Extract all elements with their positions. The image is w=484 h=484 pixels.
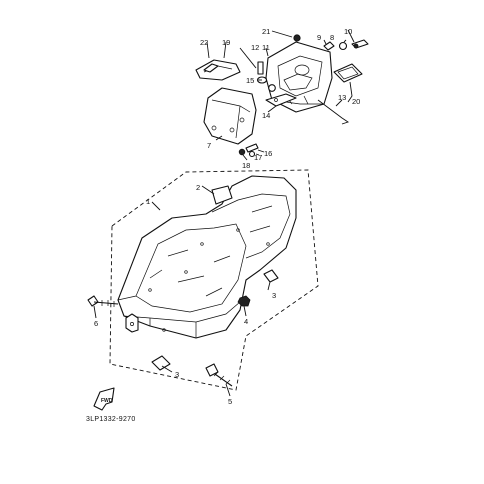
rod bbox=[317, 99, 350, 125]
callout-18: 18 bbox=[242, 161, 250, 170]
callout-12: 12 bbox=[251, 43, 259, 52]
upper-small-hardware bbox=[293, 34, 369, 51]
callout-15: 15 bbox=[246, 76, 254, 85]
callout-labels: 1 2 3 3 4 5 6 7 8 9 10 11 12 13 14 15 16… bbox=[94, 27, 360, 406]
callout-16: 16 bbox=[264, 149, 272, 158]
front-arrow-label: FWD bbox=[101, 398, 113, 404]
catalog-code: 3LP1332-9270 bbox=[86, 416, 136, 423]
callout-21: 21 bbox=[262, 27, 270, 36]
callout-11: 11 bbox=[262, 43, 270, 52]
front-arrow-icon: FWD bbox=[93, 387, 115, 411]
callout-22: 22 bbox=[200, 38, 208, 47]
callout-13: 13 bbox=[338, 93, 346, 102]
reflector-plate bbox=[333, 63, 363, 83]
callout-5: 5 bbox=[228, 397, 232, 406]
nut bbox=[237, 295, 251, 307]
callout-14: 14 bbox=[262, 111, 270, 120]
mounting-bracket bbox=[265, 93, 297, 107]
callout-3-lower: 3 bbox=[175, 370, 179, 379]
callout-3-right: 3 bbox=[272, 291, 276, 300]
callout-7: 7 bbox=[207, 141, 211, 150]
tail-box-lower bbox=[203, 87, 257, 145]
dual-seat bbox=[117, 175, 297, 339]
callout-19: 19 bbox=[222, 38, 230, 47]
bolt-6 bbox=[87, 295, 119, 307]
seat-assembly-outline bbox=[109, 169, 319, 391]
lower-fasteners bbox=[238, 143, 259, 158]
leader-lines bbox=[93, 29, 355, 397]
bolt-and-collar bbox=[256, 61, 276, 92]
callout-8: 8 bbox=[330, 33, 334, 42]
callout-4: 4 bbox=[244, 317, 248, 326]
callout-20: 20 bbox=[352, 97, 360, 106]
seat-dampers bbox=[151, 269, 279, 371]
callout-2: 2 bbox=[196, 183, 200, 192]
cover-bracket bbox=[195, 59, 241, 81]
bolt-5 bbox=[205, 363, 233, 387]
callout-1: 1 bbox=[146, 197, 150, 206]
callout-17: 17 bbox=[254, 153, 262, 162]
callout-9: 9 bbox=[317, 33, 321, 42]
callout-6: 6 bbox=[94, 319, 98, 328]
callout-10: 10 bbox=[344, 27, 352, 36]
